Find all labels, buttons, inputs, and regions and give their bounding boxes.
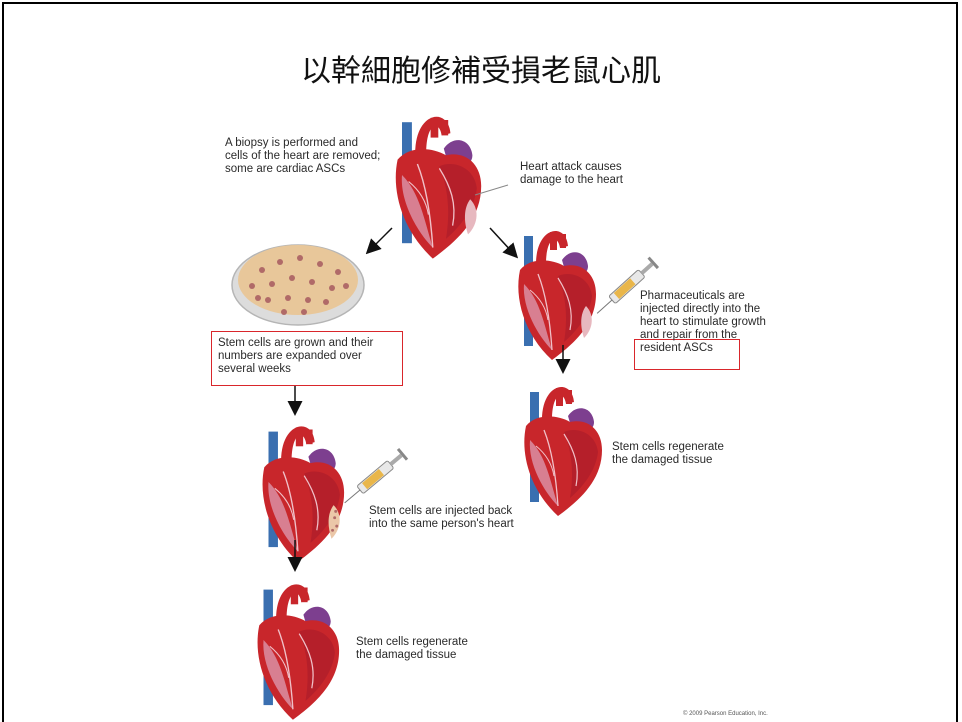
heart-regenerated-right-illustration [524, 387, 602, 516]
heart-damaged-illustration [518, 231, 596, 360]
arrow-to-damaged-heart [490, 228, 514, 254]
heart-injected-illustration [263, 426, 345, 561]
label-regen-left: Stem cells regenerate the damaged tissue [356, 636, 468, 662]
label-heart-attack: Heart attack causes damage to the heart [520, 161, 623, 187]
label-stem-grown: Stem cells are grown and their numbers a… [218, 337, 373, 376]
label-regen-right: Stem cells regenerate the damaged tissue [612, 441, 724, 467]
label-pharma: Pharmaceuticals are injected directly in… [640, 290, 766, 355]
syringe-stem-cells-illustration [340, 448, 408, 508]
petri-dish-illustration [232, 245, 364, 325]
heart-top-illustration [396, 117, 481, 259]
arrow-to-dish [370, 228, 392, 250]
label-biopsy: A biopsy is performed and cells of the h… [225, 137, 380, 176]
heart-regenerated-left-illustration [258, 584, 340, 719]
copyright-notice: © 2009 Pearson Education, Inc. [683, 711, 768, 717]
label-injected-back: Stem cells are injected back into the sa… [369, 505, 514, 531]
